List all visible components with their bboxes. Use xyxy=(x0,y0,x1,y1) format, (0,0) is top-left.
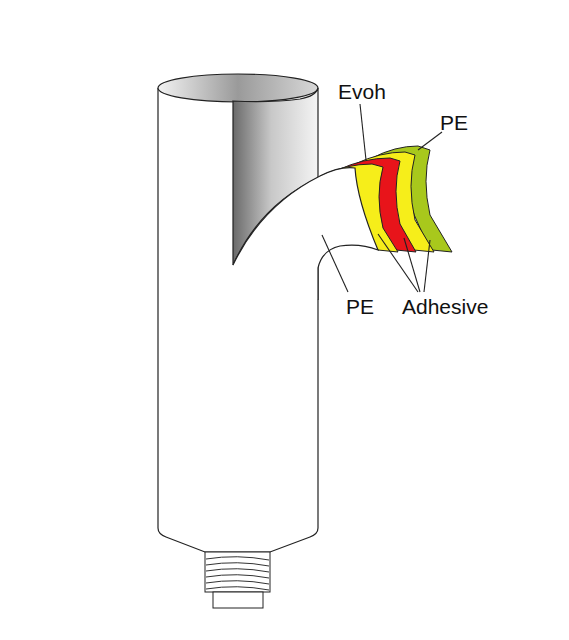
screw-thread xyxy=(206,569,269,572)
layer-label: PE xyxy=(440,112,468,133)
tube-neck xyxy=(205,552,270,608)
layer-label: Adhesive xyxy=(402,296,488,317)
screw-thread xyxy=(206,557,269,560)
layer-label: PE xyxy=(346,296,374,317)
inner-pe-layer xyxy=(233,168,378,300)
screw-thread xyxy=(206,587,269,590)
tube-body xyxy=(158,74,318,552)
screw-thread xyxy=(206,575,269,578)
screw-thread xyxy=(206,581,269,584)
screw-thread xyxy=(206,563,269,566)
layer-label: Evoh xyxy=(338,81,386,102)
layer-stack xyxy=(233,146,452,300)
leader-lines xyxy=(322,104,442,292)
